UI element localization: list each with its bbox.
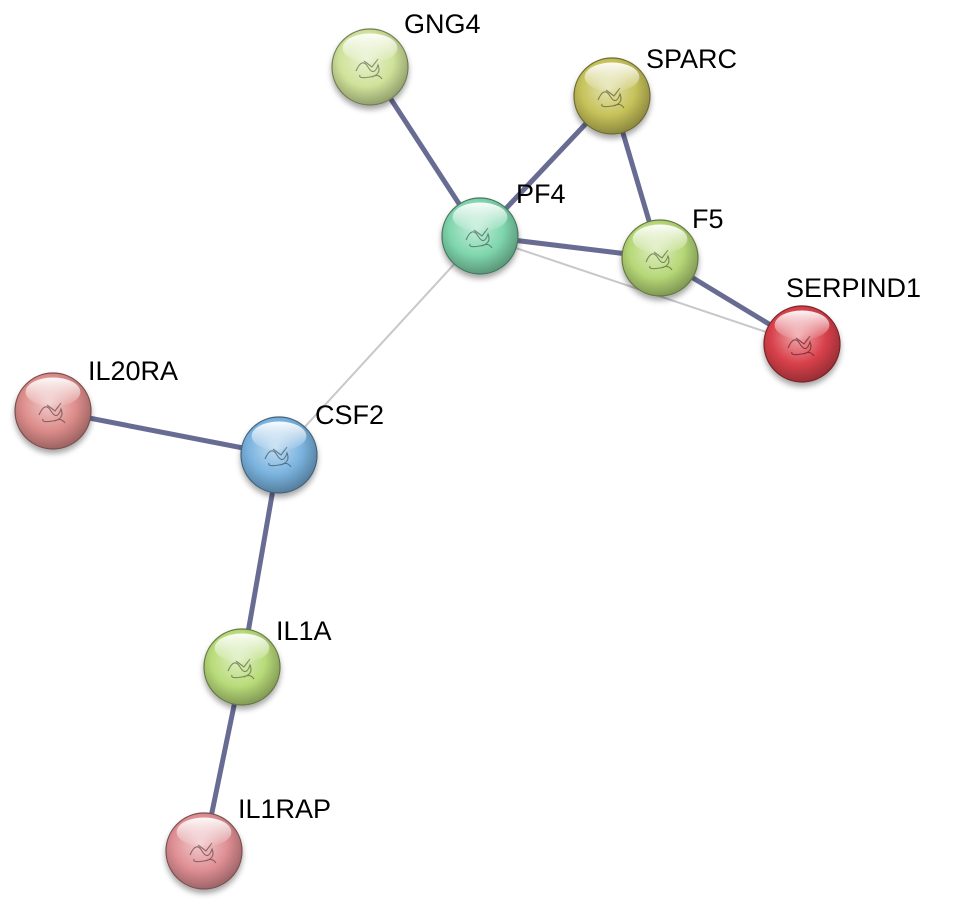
node-il1a[interactable] bbox=[203, 628, 281, 706]
node-f5[interactable] bbox=[621, 219, 699, 297]
node-ball-il1rap bbox=[165, 812, 243, 890]
node-ball-sparc bbox=[573, 57, 651, 135]
node-il1rap[interactable] bbox=[165, 812, 243, 890]
node-label-gng4: GNG4 bbox=[404, 9, 481, 39]
node-serpind1[interactable] bbox=[763, 305, 841, 383]
node-label-csf2: CSF2 bbox=[315, 400, 384, 430]
node-csf2[interactable] bbox=[240, 416, 318, 494]
node-label-f5: F5 bbox=[692, 204, 724, 234]
node-il20ra[interactable] bbox=[14, 372, 92, 450]
node-pf4[interactable] bbox=[441, 197, 519, 275]
node-label-pf4: PF4 bbox=[516, 179, 566, 209]
node-ball-f5 bbox=[621, 219, 699, 297]
node-label-il1rap: IL1RAP bbox=[238, 794, 331, 824]
node-sparc[interactable] bbox=[573, 57, 651, 135]
node-ball-il1a bbox=[203, 628, 281, 706]
edges-layer bbox=[50, 64, 805, 854]
node-ball-pf4 bbox=[441, 197, 519, 275]
node-ball-csf2 bbox=[240, 416, 318, 494]
node-ball-il20ra bbox=[14, 372, 92, 450]
node-ball-serpind1 bbox=[763, 305, 841, 383]
node-label-il1a: IL1A bbox=[276, 616, 332, 646]
node-ball-gng4 bbox=[331, 28, 409, 106]
node-label-serpind1: SERPIND1 bbox=[786, 273, 921, 303]
node-gng4[interactable] bbox=[331, 28, 409, 106]
node-label-il20ra: IL20RA bbox=[88, 356, 178, 386]
node-label-sparc: SPARC bbox=[646, 44, 737, 74]
edge-pf4-csf2 bbox=[278, 235, 481, 456]
